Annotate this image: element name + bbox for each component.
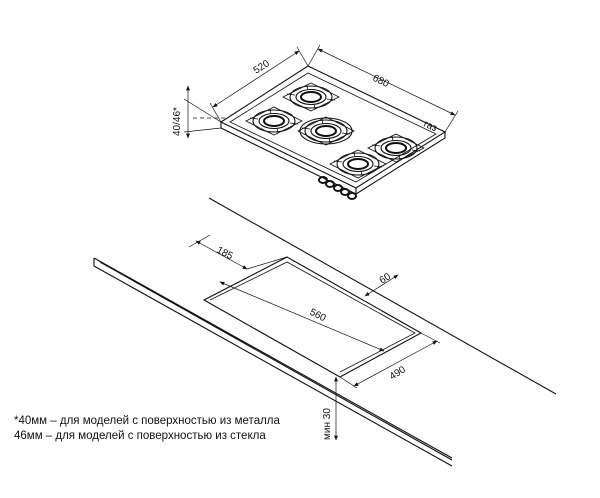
gas-label: газ (422, 119, 439, 135)
hob-drawing: 520 680 газ 40/46* (172, 44, 459, 200)
burner-back-left (282, 82, 340, 112)
notes: *40мм – для моделей с поверхностью из ме… (14, 414, 280, 444)
control-knobs (318, 176, 357, 200)
cutout-edge-label: 60 (378, 271, 394, 287)
burner-front-left (245, 106, 303, 136)
cutout-width-label: 560 (308, 307, 328, 325)
cutout-depth-label: 490 (388, 364, 408, 382)
note-metal: *40мм – для моделей с поверхностью из ме… (14, 415, 280, 427)
hob-front-edge (220, 122, 446, 195)
burner-center-wok (297, 116, 355, 146)
hob-width-label: 680 (371, 73, 391, 90)
cutout-offset-label: 185 (215, 245, 235, 263)
hob-depth-label: 520 (252, 58, 272, 77)
countertop-front-edge (93, 258, 453, 467)
hob-height-label: 40/46* (172, 107, 183, 136)
countertop-min-thickness-label: мин 30 (322, 408, 333, 440)
note-glass: 46мм – для моделей с поверхностью из сте… (14, 430, 266, 442)
